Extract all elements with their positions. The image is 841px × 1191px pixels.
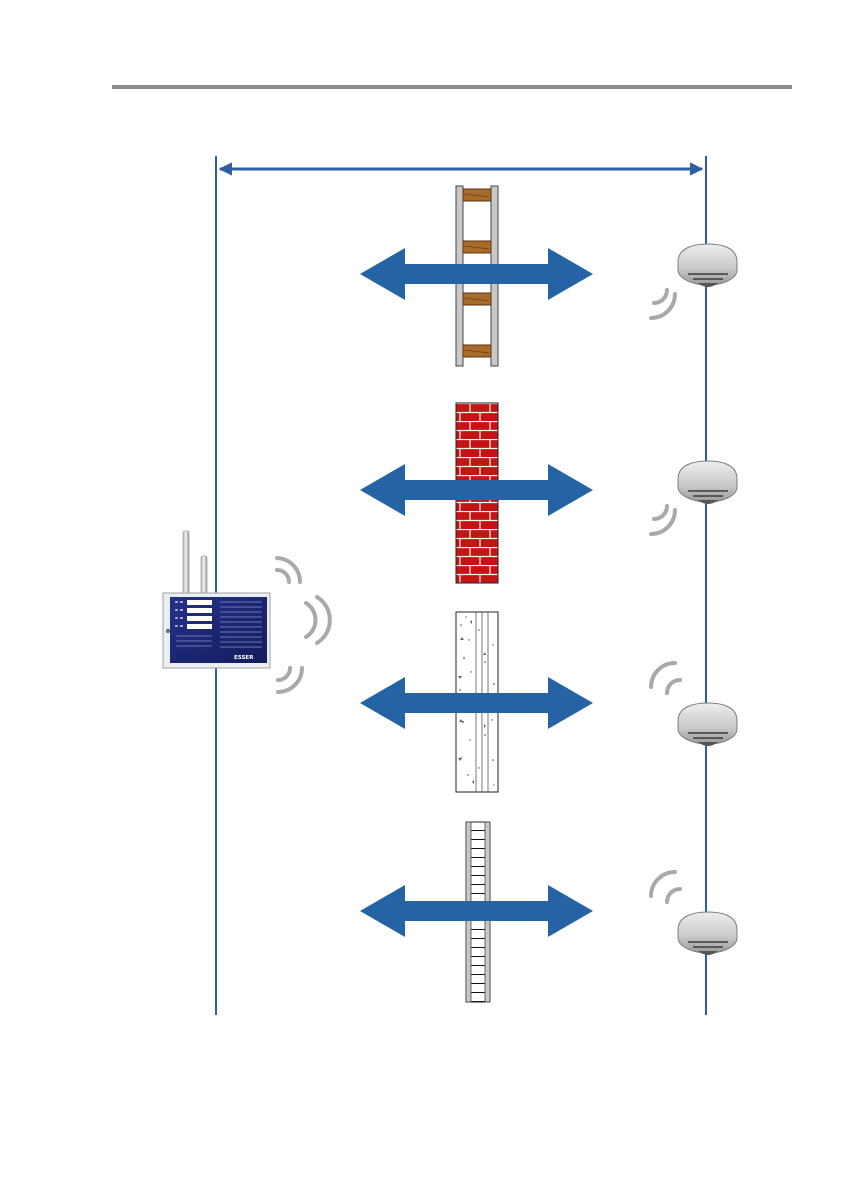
detector-radio-waves-icon xyxy=(651,663,680,693)
detector-radio-waves-icon xyxy=(651,290,675,318)
panel-radio-waves-icon xyxy=(277,558,330,692)
detector-radio-waves-icon xyxy=(651,872,680,902)
panel-brand-text: ESSER xyxy=(234,655,254,661)
smoke-detector-icon xyxy=(678,244,737,287)
range-arrow-wood xyxy=(360,248,593,300)
smoke-detector-icon xyxy=(678,461,737,504)
smoke-detector-icon xyxy=(678,912,737,955)
detector-radio-waves-icon xyxy=(651,506,675,534)
smoke-detector-icon xyxy=(678,703,737,746)
